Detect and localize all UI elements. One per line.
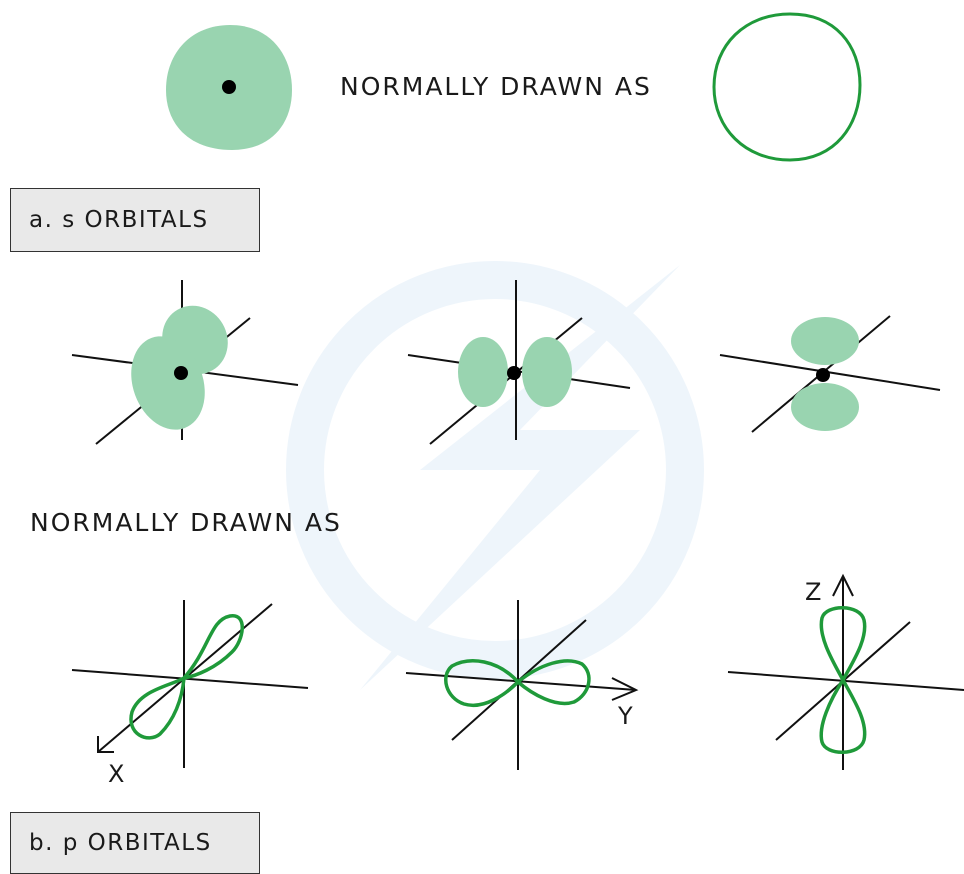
- p-orbital-x-filled: [71, 280, 299, 445]
- top-caption: NORMALLY DRAWN AS: [340, 72, 652, 101]
- s-orbital-filled: [166, 25, 292, 150]
- y-axis-label: Y: [618, 702, 633, 730]
- p-orbital-y-filled: [407, 280, 631, 445]
- p-orbital-x-outline: [71, 600, 309, 768]
- s-orbital-outline: [712, 12, 862, 162]
- p-orbitals-label: b. p ORBITALS: [10, 812, 260, 874]
- p-orbital-z-filled: [719, 315, 941, 433]
- p-orbital-y-outline: [405, 600, 639, 770]
- s-orbitals-label: a. s ORBITALS: [10, 188, 260, 252]
- z-axis-label: Z: [805, 578, 822, 606]
- p-orbital-z-outline: [727, 573, 964, 770]
- x-axis-label: X: [108, 760, 125, 788]
- middle-caption: NORMALLY DRAWN AS: [30, 508, 342, 537]
